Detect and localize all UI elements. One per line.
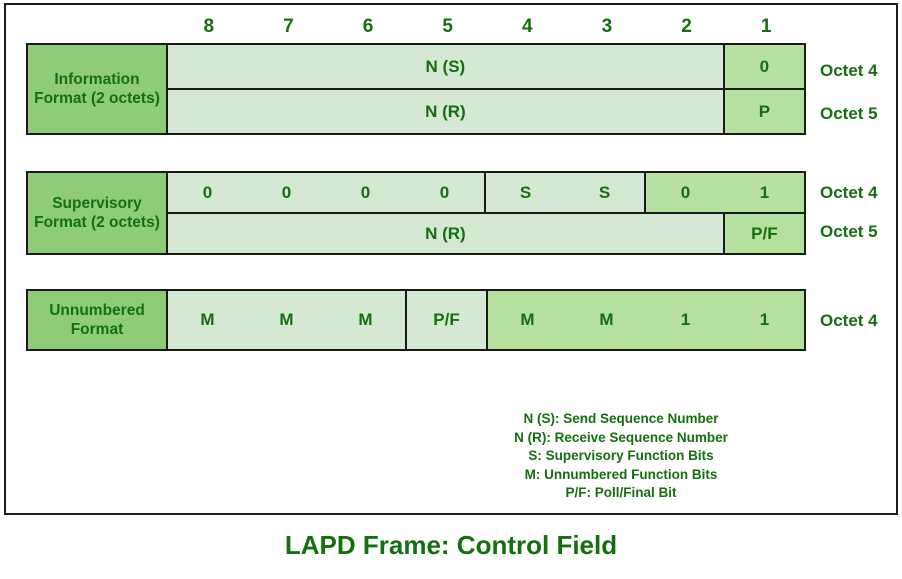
diagram-frame: 8 7 6 5 4 3 2 1 Information Format (2 oc… bbox=[4, 3, 898, 515]
figure-caption: LAPD Frame: Control Field bbox=[284, 530, 618, 560]
information-octet4-bit1-cell: 0 bbox=[724, 45, 804, 88]
bit-number-3: 3 bbox=[601, 16, 613, 37]
unnumbered-octet4-row: M M M P/F M M 1 1 bbox=[168, 291, 804, 349]
legend: N (S): Send Sequence Number N (R): Recei… bbox=[436, 410, 806, 503]
supervisory-format-label: Supervisory Format (2 octets) bbox=[28, 173, 168, 253]
supervisory-octet4-01-cell: 0 1 bbox=[646, 173, 804, 212]
supervisory-bit-5: 0 bbox=[439, 182, 450, 202]
information-format-rows: N (S) 0 N (R) P bbox=[168, 45, 804, 133]
bit-number-1: 1 bbox=[760, 16, 772, 37]
octet-label-information-4: Octet 4 bbox=[820, 61, 878, 80]
unnumbered-format-rows: M M M P/F M M 1 1 bbox=[168, 291, 804, 349]
supervisory-bit-6: 0 bbox=[360, 182, 371, 202]
supervisory-format-rows: 0 0 0 0 S S 0 1 bbox=[168, 173, 804, 253]
legend-line-ns: N (S): Send Sequence Number bbox=[523, 411, 719, 426]
octet-label-supervisory-4: Octet 4 bbox=[820, 183, 878, 202]
octet-label-unnumbered-4: Octet 4 bbox=[820, 311, 878, 330]
information-octet5-nr-cell: N (R) bbox=[168, 90, 725, 133]
supervisory-octet5-pf-cell: P/F bbox=[724, 214, 804, 253]
bit-number-header: 8 7 6 5 4 3 2 1 bbox=[169, 14, 806, 40]
legend-line-m: M: Unnumbered Function Bits bbox=[524, 466, 718, 482]
supervisory-format-block: Supervisory Format (2 octets) 0 0 0 0 S … bbox=[26, 171, 806, 255]
unnumbered-format-label: Unnumbered Format bbox=[28, 291, 168, 349]
supervisory-bit-2: 0 bbox=[680, 182, 691, 202]
bit-number-7: 7 bbox=[283, 16, 294, 37]
supervisory-bit-3: S bbox=[598, 182, 611, 202]
supervisory-bit-8: 0 bbox=[202, 182, 213, 202]
unnumbered-mmm-cell: M M M bbox=[168, 291, 407, 349]
bit-number-2: 2 bbox=[681, 16, 692, 37]
legend-line-nr: N (R): Receive Sequence Number bbox=[514, 429, 728, 445]
bit-number-6: 6 bbox=[362, 16, 374, 37]
unnumbered-bit-4: M bbox=[520, 310, 535, 329]
unnumbered-pf-cell: P/F bbox=[407, 291, 488, 349]
supervisory-bit-4: S bbox=[519, 182, 532, 202]
supervisory-octet5-row: N (R) P/F bbox=[168, 212, 804, 253]
information-format-label: Information Format (2 octets) bbox=[28, 45, 168, 133]
unnumbered-format-block: Unnumbered Format M M M P/F M M 1 1 bbox=[26, 289, 806, 351]
supervisory-bit-7: 0 bbox=[281, 182, 292, 202]
supervisory-bit-1: 1 bbox=[759, 182, 770, 202]
information-format-block: Information Format (2 octets) N (S) 0 N … bbox=[26, 43, 806, 135]
supervisory-octet5-nr-cell: N (R) bbox=[168, 214, 725, 253]
octet-label-supervisory-5: Octet 5 bbox=[820, 222, 878, 241]
supervisory-octet4-row: 0 0 0 0 S S 0 1 bbox=[168, 173, 804, 212]
octet-label-information-5: Octet 5 bbox=[820, 104, 878, 123]
unnumbered-bit-7: M bbox=[279, 310, 294, 329]
legend-line-s: S: Supervisory Function Bits bbox=[528, 448, 714, 463]
information-octet5-row: N (R) P bbox=[168, 88, 804, 133]
unnumbered-bit-6: M bbox=[358, 310, 373, 329]
bit-number-5: 5 bbox=[442, 16, 453, 37]
legend-line-pf: P/F: Poll/Final Bit bbox=[565, 485, 677, 500]
information-octet4-ns-cell: N (S) bbox=[168, 45, 725, 88]
information-octet5-bit1-cell: P bbox=[724, 90, 804, 133]
unnumbered-bit-3: M bbox=[599, 310, 614, 329]
bit-number-8: 8 bbox=[203, 16, 215, 37]
unnumbered-bit-8: M bbox=[200, 310, 215, 329]
bit-number-4: 4 bbox=[522, 16, 533, 37]
supervisory-octet4-zeros-cell: 0 0 0 0 bbox=[168, 173, 486, 212]
supervisory-octet4-ss-cell: S S bbox=[486, 173, 646, 212]
information-octet4-row: N (S) 0 bbox=[168, 45, 804, 88]
unnumbered-mm11-cell: M M 1 1 bbox=[488, 291, 804, 349]
unnumbered-bit-1: 1 bbox=[759, 310, 770, 329]
unnumbered-bit-2: 1 bbox=[680, 310, 691, 329]
